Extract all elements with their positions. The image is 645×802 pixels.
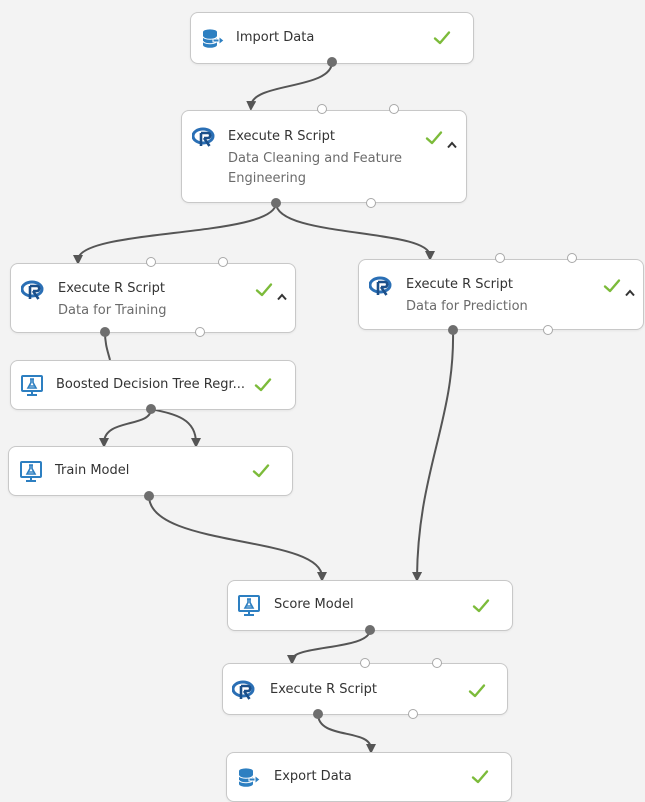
check-icon — [425, 129, 443, 147]
module-title: Train Model — [55, 463, 130, 478]
r-logo-icon — [20, 279, 45, 303]
output-port[interactable] — [100, 327, 110, 337]
module-subtitle: Data Cleaning and Feature Engineering — [228, 151, 403, 186]
input-port[interactable] — [432, 658, 442, 668]
input-port[interactable] — [146, 257, 156, 267]
connection-score-model-to-execute-r-script-final[interactable] — [287, 629, 371, 665]
module-subtitle: Data for Prediction — [406, 299, 528, 314]
output-port[interactable] — [448, 325, 458, 335]
output-port[interactable] — [146, 404, 156, 414]
module-title: Execute R Script — [406, 277, 513, 292]
connection-execute-r-script-final-to-export-data[interactable] — [317, 713, 376, 754]
input-port[interactable] — [495, 253, 505, 263]
check-icon — [468, 682, 486, 700]
check-icon — [254, 376, 272, 394]
module-title: Export Data — [274, 769, 352, 784]
module-boosted-decision-tree[interactable]: Boosted Decision Tree Regr... — [10, 360, 296, 410]
check-icon — [255, 281, 273, 299]
module-title: Execute R Script — [228, 129, 335, 144]
input-port[interactable] — [317, 104, 327, 114]
module-title: Execute R Script — [58, 281, 165, 296]
database-export-icon — [201, 27, 225, 51]
input-port[interactable] — [218, 257, 228, 267]
module-subtitle: Data for Training — [58, 303, 167, 318]
input-port[interactable] — [360, 658, 370, 668]
module-title: Import Data — [236, 30, 315, 45]
collapse-caret-icon[interactable] — [625, 282, 635, 297]
check-icon — [252, 462, 270, 480]
module-export-data[interactable]: Export Data — [226, 752, 512, 802]
module-train-model[interactable]: Train Model — [8, 446, 293, 496]
output-port[interactable] — [327, 57, 337, 67]
module-execute-r-script-final[interactable]: Execute R Script — [222, 663, 508, 715]
output-port[interactable] — [195, 327, 205, 337]
output-port[interactable] — [543, 325, 553, 335]
check-icon — [471, 768, 489, 786]
connection-execute-r-script-cleaning-to-execute-r-script-training[interactable] — [73, 202, 277, 265]
connection-import-data-to-execute-r-script-cleaning[interactable] — [246, 61, 333, 111]
output-port[interactable] — [144, 491, 154, 501]
flask-monitor-icon — [20, 374, 44, 398]
check-icon — [472, 597, 490, 615]
output-port[interactable] — [313, 709, 323, 719]
connection-execute-r-script-cleaning-to-execute-r-script-prediction[interactable] — [275, 202, 435, 261]
flask-monitor-icon — [237, 594, 261, 618]
connection-train-model-to-score-model[interactable] — [148, 495, 327, 582]
connection-boosted-decision-tree-to-train-model[interactable] — [150, 408, 201, 448]
module-score-model[interactable]: Score Model — [227, 580, 513, 631]
output-port[interactable] — [365, 625, 375, 635]
check-icon — [603, 277, 621, 295]
connection-boosted-decision-tree-to-train-model[interactable] — [99, 408, 152, 448]
input-port[interactable] — [389, 104, 399, 114]
output-port[interactable] — [408, 709, 418, 719]
check-icon — [433, 29, 451, 47]
connection-execute-r-script-prediction-to-score-model[interactable] — [412, 329, 455, 582]
output-port[interactable] — [271, 198, 281, 208]
database-export-icon — [237, 766, 261, 790]
module-title: Boosted Decision Tree Regr... — [56, 377, 246, 392]
collapse-caret-icon[interactable] — [277, 286, 287, 301]
r-logo-icon — [191, 126, 216, 150]
flask-monitor-icon — [19, 460, 43, 484]
r-logo-icon — [368, 275, 393, 299]
module-title: Score Model — [274, 597, 354, 612]
collapse-caret-icon[interactable] — [447, 134, 457, 149]
r-logo-icon — [231, 679, 256, 703]
input-port[interactable] — [567, 253, 577, 263]
output-port[interactable] — [366, 198, 376, 208]
module-title: Execute R Script — [270, 682, 377, 697]
